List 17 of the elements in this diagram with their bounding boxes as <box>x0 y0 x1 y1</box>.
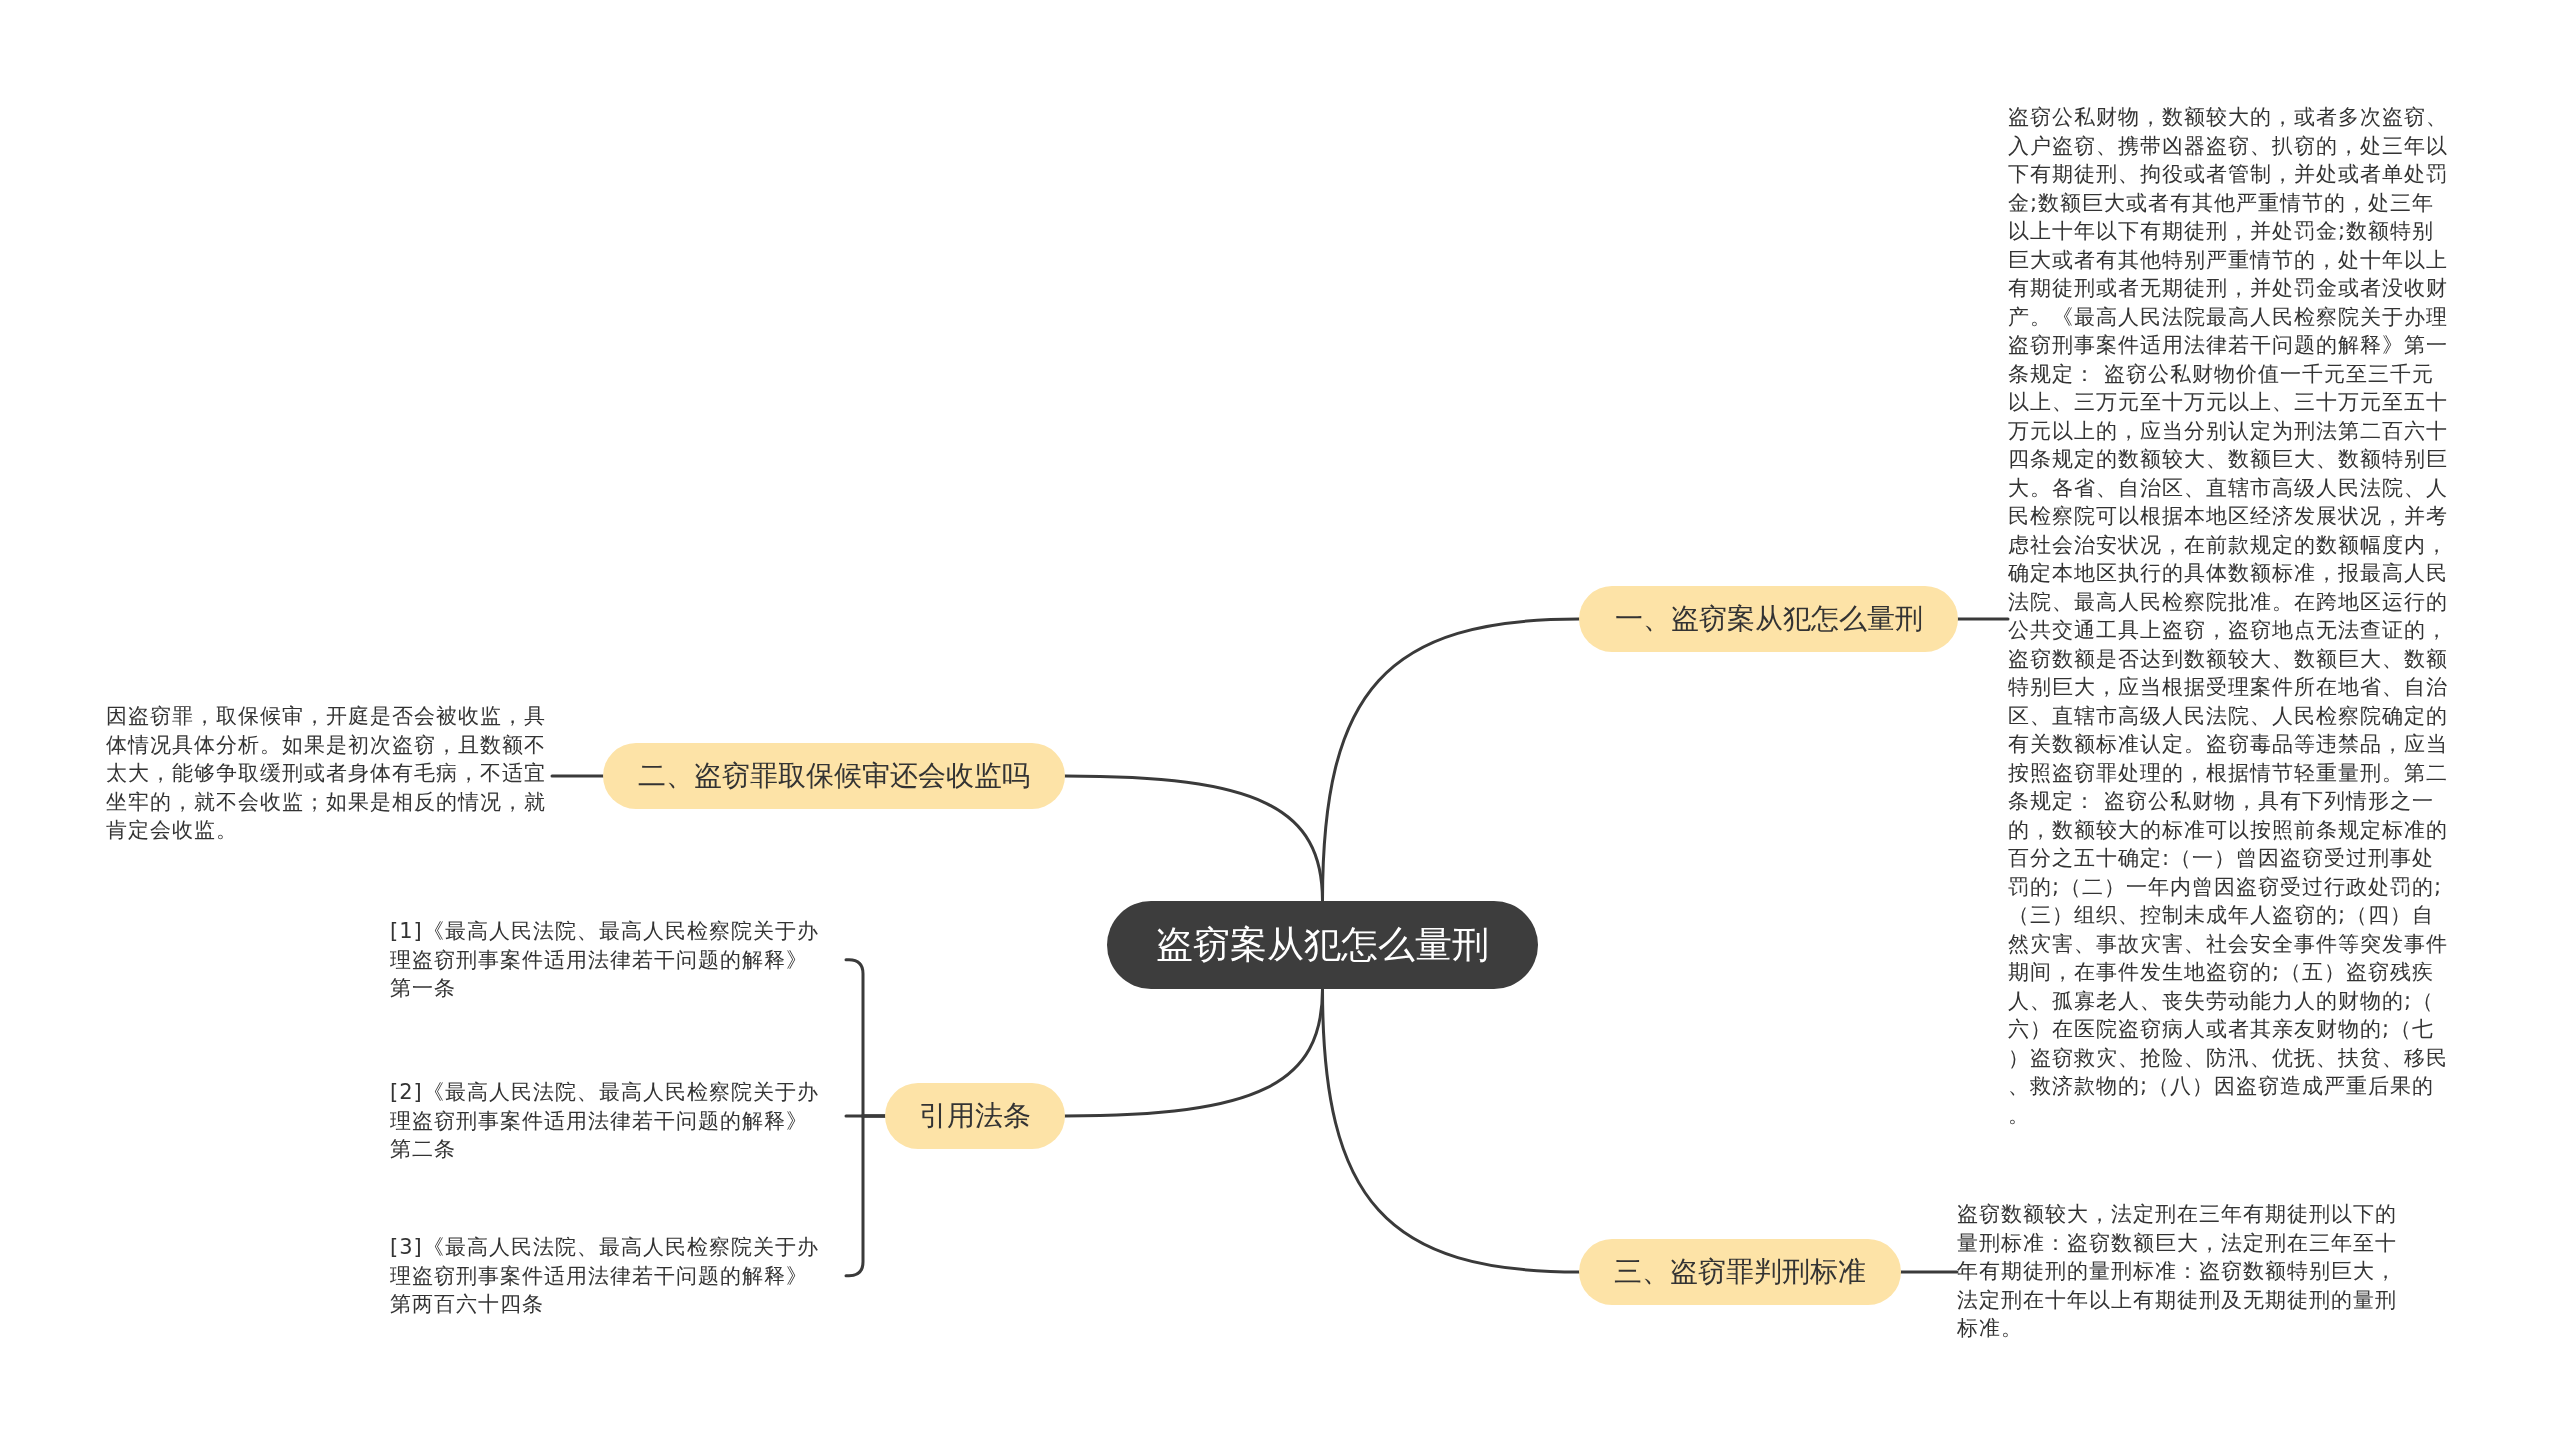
topic-text: 二、盗窃罪取保候审还会收监吗 <box>638 758 1030 794</box>
detail-text: 盗窃数额较大，法定刑在三年有期徒刑以下的量刑标准：盗窃数额巨大，法定刑在三年至十年有期徒刑的量刑标准：盗窃数额特别巨大，法定刑在十年以上有期徒刑及无期徒刑的量刑标准。 <box>1957 1200 2403 1343</box>
connector-line <box>1899 1270 1959 1274</box>
topic-text: 引用法条 <box>919 1098 1031 1134</box>
connector-line <box>1956 617 2010 621</box>
citation-text: [2]《最高人民法院、最高人民检察院关于办理盗窃刑事案件适用法律若干问题的解释》第二条 <box>390 1078 846 1164</box>
connector-line <box>1321 987 1581 1274</box>
detail-text: 盗窃公私财物，数额较大的，或者多次盗窃、入户盗窃、携带凶器盗窃、扒窃的，处三年以下有期徒刑、拘役或者管制，并处或者单处罚金;数额巨大或者有其他严重情节的，处三年以上十年以下有期徒刑，并处罚金;数额特别巨大或者有其他特别严重情节的，处十年以上有期徒刑或者无期徒刑，并处罚金或者没收财产。《最高人民法院最高人民检察院关于办理盗窃刑事案件适用法律若干问题的解释》第一条规定： 盗窃公私财物价值一千元至三千元以上、三万元至十万元以上、三十万元至五十万元以上的，应当分别认定为刑法第二百六十四条规定的数额较大、数额巨大、数额特别巨大。各省、自治区、直辖市高级人民法院、人民检察院可以根据本地区经济发展状况，并考虑社会治安状况，在前款规定的数额幅度内，确定本地区执行的具体数额标准，报最高人民法院、最高人民检察院批准。在跨地区运行的公共交通工具上盗窃，盗窃地点无法查证的，盗窃数额是否达到数额较大、数额巨大、数额特别巨大，应当根据受理案件所在地省、自治区、直辖市高级人民法院、人民检察院确定的有关数额标准认定。盗窃毒品等违禁品，应当按照盗窃罪处理的，根据情节轻重量刑。第二条规定： 盗窃公私财物，具有下列情形之一的，数额较大的标准可以按照前条规定标准的百分之五十确定:（一）曾因盗窃受过刑事处罚的;（二）一年内曾因盗窃受过行政处罚的;（三）组织、控制未成年人盗窃的;（四）自然灾害、事故灾害、社会安全事件等突发事件期间，在事件发生地盗窃的;（五）盗窃残疾人、孤寡老人、丧失劳动能力人的财物的;（六）在医院盗窃病人或者其亲友财物的;（七）盗窃救灾、抢险、防汛、优抚、扶贫、移民、救济款物的;（八）因盗窃造成严重后果的。 <box>2008 103 2454 1129</box>
connector-line <box>844 1114 887 1278</box>
topic-text: 盗窃案从犯怎么量刑 <box>1156 922 1489 968</box>
topic-text: 一、盗窃案从犯怎么量刑 <box>1614 601 1923 637</box>
connector-line <box>550 774 605 778</box>
detail-text: 因盗窃罪，取保候审，开庭是否会被收监，具体情况具体分析。如果是初次盗窃，且数额不太大，能够争取缓刑或者身体有毛病，不适宜坐牢的，就不会收监；如果是相反的情况，就肯定会收监。 <box>106 702 552 845</box>
topic-text: 三、盗窃罪判刑标准 <box>1614 1254 1866 1290</box>
citation-text: [3]《最高人民法院、最高人民检察院关于办理盗窃刑事案件适用法律若干问题的解释》第两百六十四条 <box>390 1233 846 1319</box>
citation-text: [1]《最高人民法院、最高人民检察院关于办理盗窃刑事案件适用法律若干问题的解释》第一条 <box>390 917 846 1003</box>
connector-line <box>1063 774 1324 903</box>
